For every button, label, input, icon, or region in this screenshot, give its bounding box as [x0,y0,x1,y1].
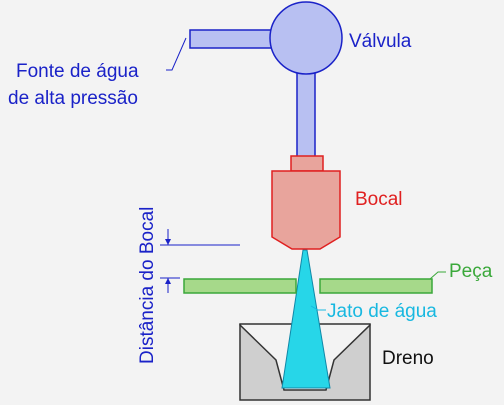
water-source-label-line1: Fonte de água [16,61,139,82]
water-jet [281,249,331,389]
water-source-leader [166,37,187,71]
workpiece-leader [429,271,446,280]
workpiece-right [319,278,433,294]
supply-pipe [189,29,283,49]
distance-arrow-bottom [165,278,171,284]
nozzle-body [271,170,341,250]
workpiece-left [183,278,297,294]
valve-label: Válvula [349,31,412,52]
distance-arrow-top [165,239,171,245]
water-jet-leader [310,305,326,311]
drain-label: Dreno [382,348,434,369]
workpiece-label: Peça [449,261,493,282]
valve [269,1,343,75]
vertical-pipe [296,67,316,159]
nozzle-distance-label: Distância do Bocal [137,207,158,364]
water-source-label-line2: de alta pressão [8,88,138,109]
water-jet-label: Jato de água [327,301,437,322]
nozzle-label: Bocal [355,189,403,210]
nozzle-top [290,155,324,172]
